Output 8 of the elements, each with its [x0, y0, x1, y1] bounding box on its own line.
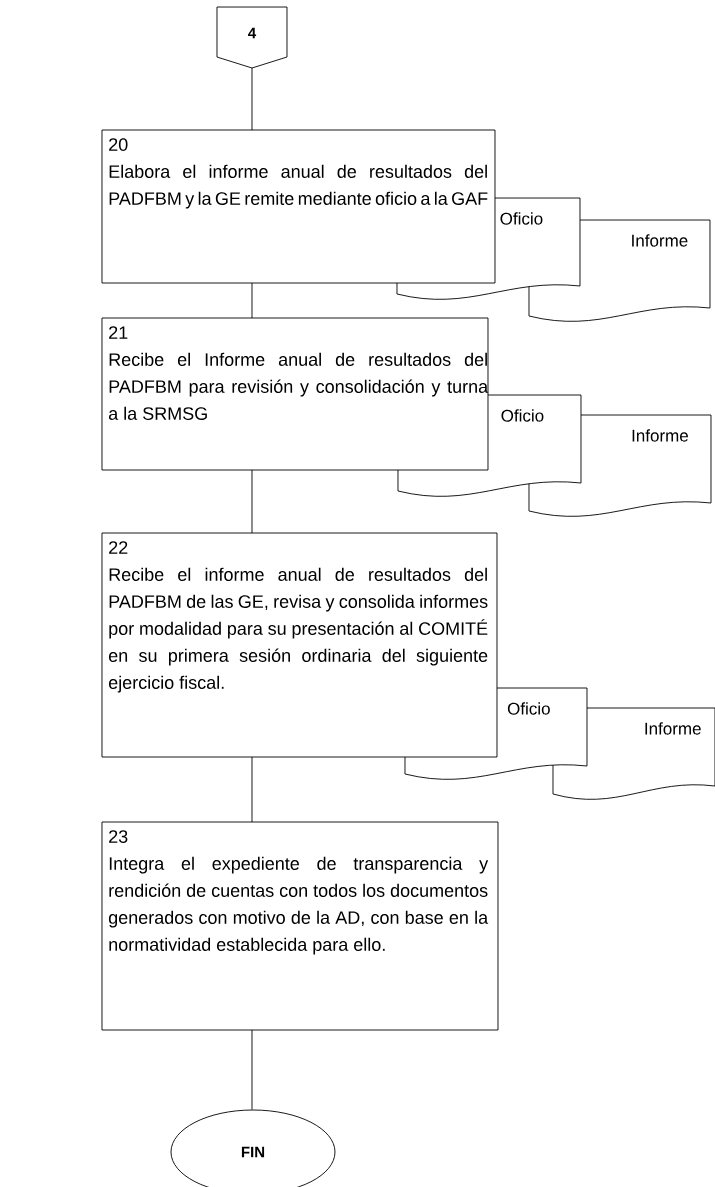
connector-line: [251, 282, 253, 319]
connector-line: [251, 469, 253, 534]
process-box: 23 Integra el expediente de transparencia y rendición de cuentas con todos los documentos generados con motivo de la AD, con base en la normatividad establecida para ello.: [101, 821, 499, 1031]
connector-line: [251, 1029, 253, 1110]
connector-line: [251, 67, 253, 131]
process-box: 22 Recibe el informe anual de resultados del PADFBM de las GE, revisa y consolida informes por modalidad para su presentación al COMITÉ en su primera sesión ordinaria del siguiente ejercicio fiscal.: [101, 532, 498, 758]
connector-line: [251, 756, 253, 823]
off-page-connector: 4: [216, 6, 288, 69]
